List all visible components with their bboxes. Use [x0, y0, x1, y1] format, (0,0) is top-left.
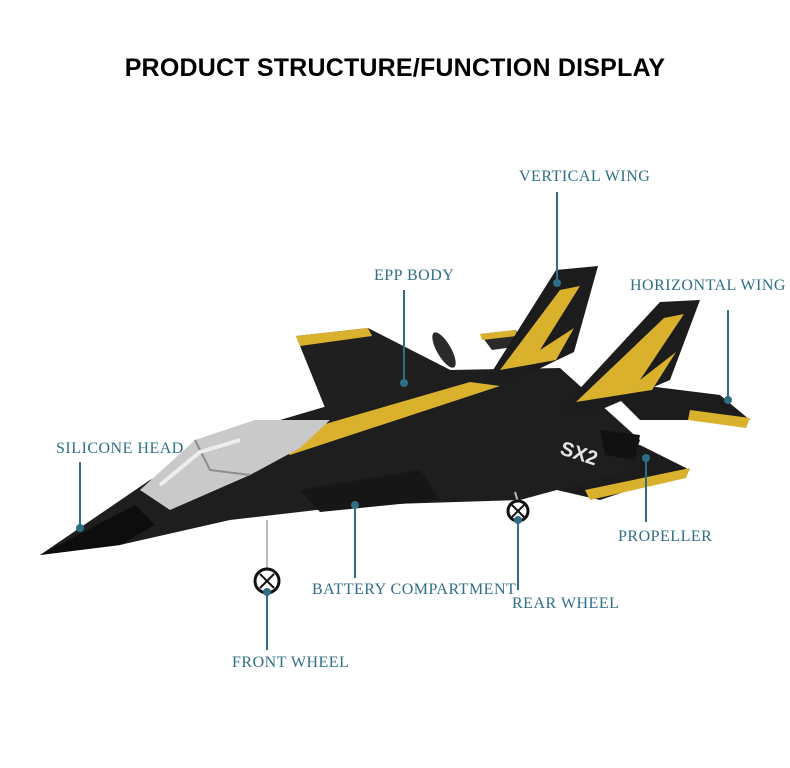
propeller-blade [432, 332, 456, 368]
canopy [140, 420, 330, 510]
label-horizontal-wing: HORIZONTAL WING [630, 277, 786, 294]
left-wing-tip-stripe [296, 328, 372, 346]
callout-leaders [76, 192, 732, 650]
dot-silicone-head [76, 524, 84, 532]
label-rear-wheel: REAR WHEEL [512, 595, 620, 612]
label-propeller: PROPELLER [618, 528, 713, 545]
label-front-wheel: FRONT WHEEL [232, 654, 350, 671]
label-silicone-head: SILICONE HEAD [56, 440, 184, 457]
fuselage [40, 368, 640, 555]
label-vertical-wing: VERTICAL WING [519, 168, 651, 185]
label-epp-body: EPP BODY [374, 267, 455, 284]
dot-front-wheel [263, 588, 271, 596]
left-stabilizer-stripe [480, 330, 516, 340]
dot-horizontal-wing [724, 396, 732, 404]
horizontal-stabilizer-stripe [688, 410, 750, 428]
front-wheel-spokes [259, 573, 275, 589]
dot-battery [351, 501, 359, 509]
dot-propeller [642, 454, 650, 462]
fuselage-stripe [270, 382, 500, 455]
battery-bay [300, 470, 440, 512]
dot-rear-wheel [514, 516, 522, 524]
rear-wheel-spokes [511, 504, 525, 518]
vertical-tail-left-stripe [500, 286, 580, 370]
label-battery-compartment: BATTERY COMPARTMENT [312, 581, 517, 598]
dot-vertical-wing [553, 279, 561, 287]
left-wing [296, 328, 470, 420]
dot-epp-body [400, 379, 408, 387]
rear-ventral-fin [600, 430, 640, 460]
canopy-highlight [158, 438, 241, 487]
right-wing-stripe [585, 468, 690, 500]
vertical-tail-right-stripe [576, 314, 684, 402]
page-title: PRODUCT STRUCTURE/FUNCTION DISPLAY [124, 54, 666, 82]
nose [40, 505, 155, 555]
